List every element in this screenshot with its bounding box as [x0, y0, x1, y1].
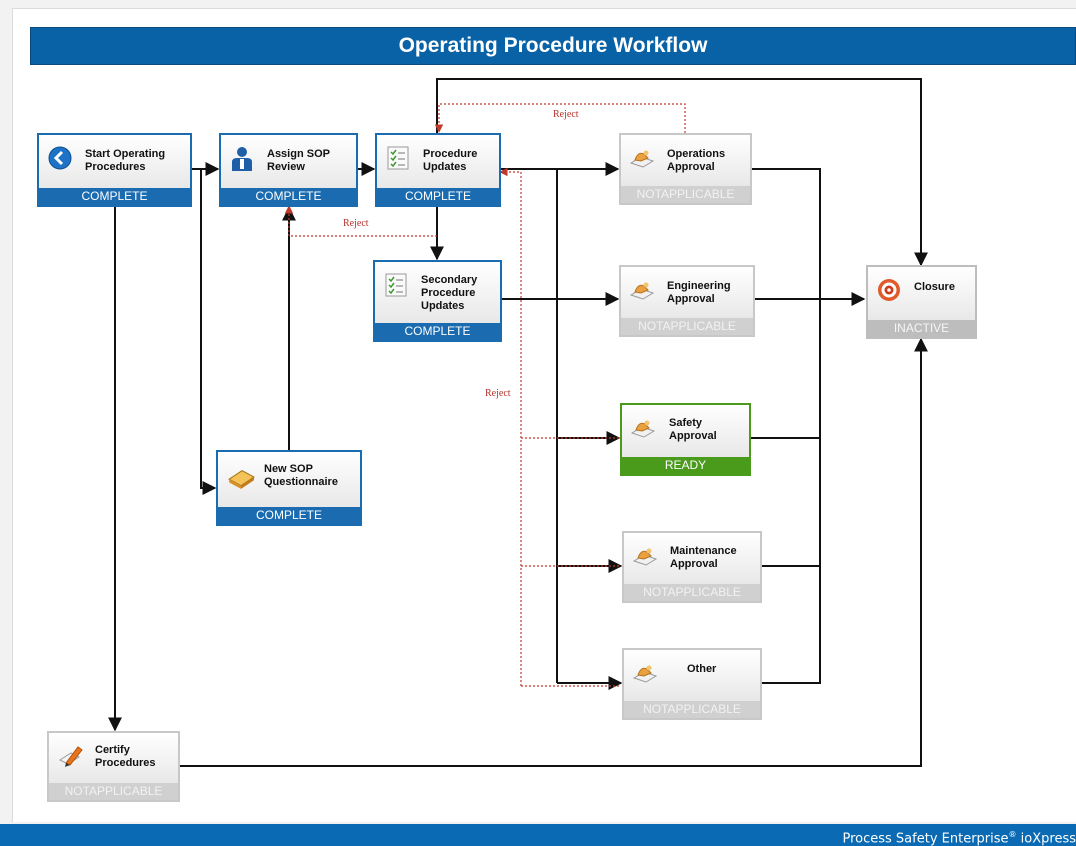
status-badge: COMPLETE [375, 323, 500, 340]
node-maintenance-approval[interactable]: Maintenance Approval NOTAPPLICABLE [622, 531, 762, 603]
node-other[interactable]: Other NOTAPPLICABLE [622, 648, 762, 720]
node-label: Certify Procedures [95, 744, 156, 769]
reject-label-left: Reject [485, 388, 511, 399]
node-engineering-approval[interactable]: Engineering Approval NOTAPPLICABLE [619, 265, 755, 337]
start-arrow-icon [48, 146, 72, 170]
node-new-sop-questionnaire[interactable]: New SOP Questionnaire COMPLETE [216, 450, 362, 526]
person-icon [232, 147, 252, 171]
target-icon [878, 279, 900, 301]
node-label: Secondary Procedure Updates [421, 274, 478, 312]
connector-updates-trunk [501, 168, 558, 683]
approval-hand-icon [632, 548, 658, 566]
registered-mark: ® [1008, 830, 1017, 839]
status-badge: COMPLETE [39, 188, 190, 205]
status-badge: NOTAPPLICABLE [624, 584, 760, 601]
status-badge: NOTAPPLICABLE [49, 783, 178, 800]
node-procedure-updates[interactable]: Procedure Updates COMPLETE [375, 133, 501, 207]
status-badge: NOTAPPLICABLE [624, 701, 760, 718]
node-secondary-procedure-updates[interactable]: Secondary Procedure Updates COMPLETE [373, 260, 502, 342]
reject-bus-to-updates [499, 167, 522, 686]
status-badge: COMPLETE [218, 507, 360, 524]
approval-hand-icon [632, 665, 658, 683]
approval-hand-icon [630, 420, 656, 438]
node-certify-procedures[interactable]: Certify Procedures NOTAPPLICABLE [47, 731, 180, 802]
node-operations-approval[interactable]: Operations Approval NOTAPPLICABLE [619, 133, 752, 205]
node-assign-sop-review[interactable]: Assign SOP Review COMPLETE [219, 133, 358, 207]
node-label: Start Operating Procedures [85, 148, 166, 173]
reject-ops-to-updates [434, 103, 686, 133]
node-label: Operations Approval [667, 148, 726, 173]
approval-hand-icon [629, 150, 655, 168]
pencil-icon [58, 746, 83, 767]
node-label: Safety Approval [669, 417, 717, 442]
node-label: Closure [914, 281, 955, 293]
approval-hand-icon [629, 282, 655, 300]
node-label: Other [687, 663, 717, 675]
book-icon [228, 469, 255, 489]
footer-brand-suffix: ioXpress [1020, 831, 1076, 846]
reject-label-middle: Reject [343, 218, 369, 229]
node-label: New SOP Questionnaire [264, 463, 338, 488]
checklist-icon [385, 273, 407, 297]
reject-updates-to-assign [284, 205, 437, 237]
reject-label-top: Reject [553, 109, 579, 120]
status-badge: NOTAPPLICABLE [621, 186, 750, 203]
status-badge: INACTIVE [868, 320, 975, 337]
node-label: Engineering Approval [667, 280, 731, 305]
status-badge: READY [622, 457, 749, 474]
connector-approvals-merge [752, 168, 821, 684]
footer-brand: Process Safety Enterprise® ioXpress [842, 830, 1076, 846]
node-label: Maintenance Approval [670, 545, 737, 570]
checklist-icon [387, 146, 409, 170]
status-badge: COMPLETE [221, 188, 356, 205]
status-badge: COMPLETE [377, 188, 499, 205]
connector-certify-to-closure [180, 337, 928, 767]
node-label: Assign SOP Review [267, 148, 330, 173]
status-badge: NOTAPPLICABLE [621, 318, 753, 335]
page-title: Operating Procedure Workflow [30, 27, 1076, 65]
footer-bar: Process Safety Enterprise® ioXpress [0, 824, 1076, 846]
connector-start-to-questionnaire [192, 168, 217, 495]
node-safety-approval[interactable]: Safety Approval READY [620, 403, 751, 476]
node-label: Procedure Updates [423, 148, 478, 173]
connector-top-loop-to-closure [436, 78, 928, 267]
footer-brand-name: Process Safety Enterprise [842, 831, 1009, 846]
node-start-operating-procedures[interactable]: Start Operating Procedures COMPLETE [37, 133, 192, 207]
node-closure[interactable]: Closure INACTIVE [866, 265, 977, 339]
